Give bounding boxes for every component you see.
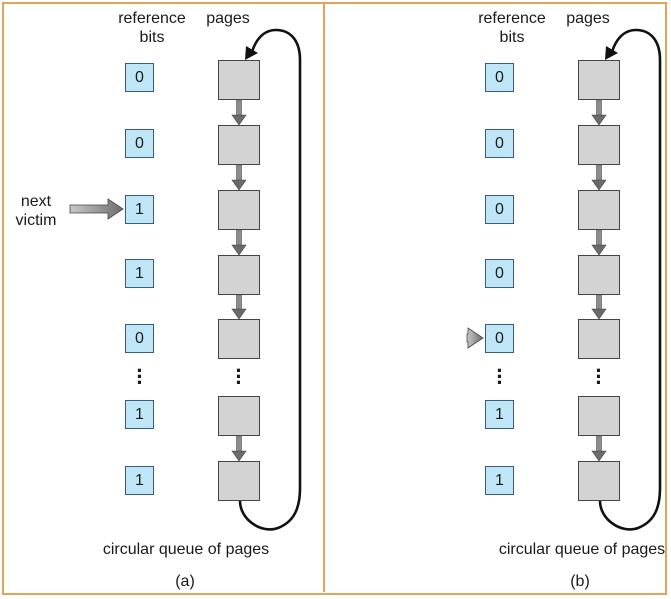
ellipsis-pages: ··· bbox=[595, 358, 603, 395]
page-frame bbox=[578, 190, 620, 230]
panel-a: reference bits pages 0 0 1 1 0 1 1 ··· ··· circular… bbox=[0, 0, 323, 599]
reference-bit: 1 bbox=[485, 466, 514, 495]
clock-pointer-arrow bbox=[466, 327, 484, 349]
reference-bit: 0 bbox=[485, 129, 514, 158]
reference-bits-header: reference bits bbox=[478, 10, 546, 46]
loop-arrowhead bbox=[605, 46, 618, 60]
reference-bit: 0 bbox=[485, 324, 514, 353]
page-link-arrow bbox=[591, 435, 607, 462]
panel-label: (b) bbox=[570, 573, 590, 590]
ellipsis-bits: ··· bbox=[496, 358, 504, 395]
pages-header: pages bbox=[566, 10, 610, 27]
arrows-overlay bbox=[466, 28, 662, 531]
page-link-arrow bbox=[231, 99, 247, 126]
ellipsis-pages: ··· bbox=[235, 358, 243, 395]
panel-b: reference bits pages 0 0 0 0 0 1 1 ··· ··· circular… bbox=[360, 0, 671, 599]
reference-bit: 1 bbox=[125, 259, 154, 288]
circular-loop bbox=[238, 28, 302, 531]
page-frame bbox=[218, 60, 260, 100]
reference-bit: 0 bbox=[485, 63, 514, 92]
loop-arrowhead bbox=[245, 46, 258, 60]
panel-divider bbox=[323, 4, 325, 592]
page-frame bbox=[578, 60, 620, 100]
reference-bit: 0 bbox=[125, 129, 154, 158]
clock-pointer-arrow bbox=[69, 198, 124, 220]
arrows-overlay bbox=[69, 28, 302, 531]
reference-bit: 0 bbox=[485, 259, 514, 288]
reference-bit: 1 bbox=[485, 400, 514, 429]
next-victim-label: next victim bbox=[15, 193, 57, 229]
panel-label: (a) bbox=[175, 573, 195, 590]
reference-bit: 0 bbox=[125, 324, 154, 353]
ellipsis-bits: ··· bbox=[136, 358, 144, 395]
page-frame bbox=[218, 319, 260, 359]
reference-bit: 0 bbox=[125, 63, 154, 92]
reference-bit: 1 bbox=[125, 466, 154, 495]
page-link-arrow bbox=[231, 229, 247, 256]
page-link-arrow bbox=[591, 164, 607, 191]
pages-header: pages bbox=[206, 10, 250, 27]
page-link-arrow bbox=[231, 435, 247, 462]
page-link-arrow bbox=[591, 229, 607, 256]
caption: circular queue of pages bbox=[102, 541, 270, 558]
reference-bit: 0 bbox=[485, 195, 514, 224]
page-link-arrow bbox=[591, 99, 607, 126]
reference-bits-header: reference bits bbox=[118, 10, 186, 46]
page-frame bbox=[578, 125, 620, 165]
circular-loop bbox=[598, 28, 662, 531]
reference-bit: 1 bbox=[125, 195, 154, 224]
caption: circular queue of pages bbox=[498, 541, 666, 558]
page-link-arrow bbox=[231, 164, 247, 191]
page-link-arrow bbox=[591, 294, 607, 320]
reference-bit: 1 bbox=[125, 400, 154, 429]
page-frame bbox=[578, 396, 620, 436]
page-link-arrow bbox=[231, 294, 247, 320]
page-frame bbox=[218, 396, 260, 436]
